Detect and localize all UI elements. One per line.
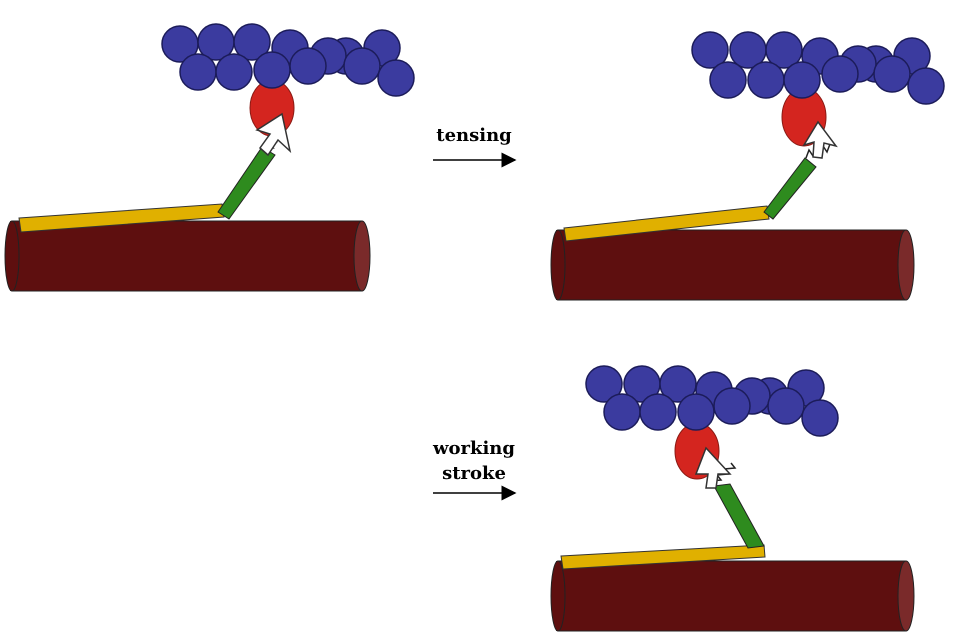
tensing-label: tensing — [436, 125, 512, 146]
backbone-cylinder — [550, 229, 915, 301]
panel-working-stroke — [550, 365, 915, 632]
white-arrow — [255, 112, 292, 157]
green-lever — [217, 146, 276, 220]
working-stroke-label-line1: working — [432, 438, 515, 459]
yellow-rod — [563, 205, 770, 242]
yellow-rod — [560, 544, 766, 570]
panel-initial — [4, 23, 415, 292]
actin-filament — [161, 23, 415, 97]
white-arrow — [694, 446, 732, 489]
actin-filament — [585, 365, 839, 437]
backbone-cylinder — [4, 220, 371, 292]
green-lever — [713, 483, 765, 549]
green-lever — [763, 157, 817, 220]
actin-filament — [691, 31, 945, 105]
yellow-rod — [18, 203, 225, 233]
backbone-cylinder — [550, 560, 915, 632]
white-arrow — [802, 120, 838, 159]
working-stroke-label-line2: stroke — [442, 463, 506, 484]
panel-tensed — [550, 31, 945, 301]
